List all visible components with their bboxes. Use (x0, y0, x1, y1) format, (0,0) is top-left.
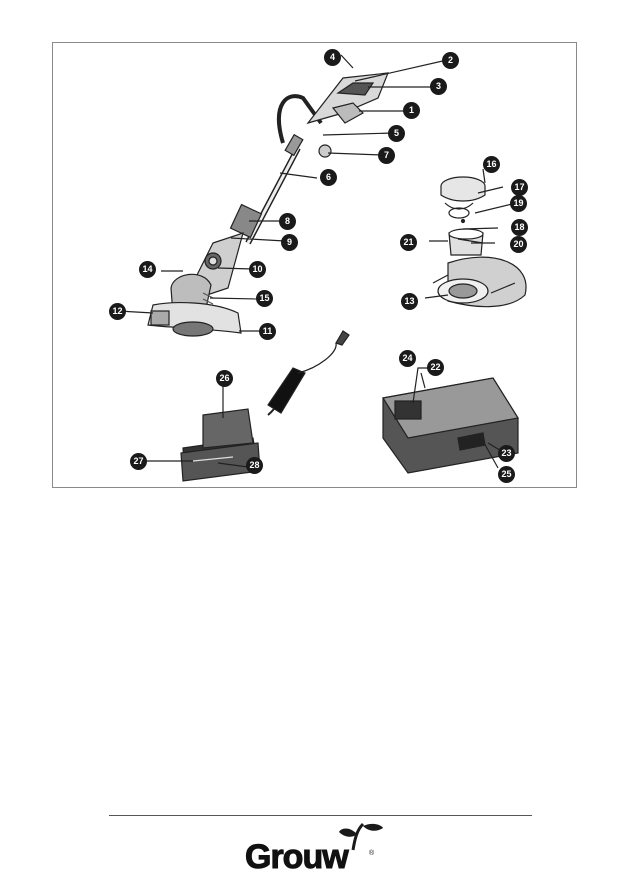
callout-23: 23 (498, 445, 515, 462)
parts-illustration (118, 54, 527, 482)
leaf-icon (339, 822, 383, 851)
callout-19: 19 (510, 195, 527, 212)
callout-13: 13 (401, 293, 418, 310)
callout-24: 24 (399, 350, 416, 367)
callout-8: 8 (279, 213, 296, 230)
callout-9: 9 (281, 234, 298, 251)
callout-21: 21 (400, 234, 417, 251)
callout-7: 7 (378, 147, 395, 164)
callout-6: 6 (320, 169, 337, 186)
footer-divider (109, 815, 532, 816)
callout-26: 26 (216, 370, 233, 387)
parts-diagram: 4 2 3 1 5 7 6 8 9 10 14 15 12 11 16 17 1… (52, 42, 577, 488)
callout-28: 28 (246, 457, 263, 474)
callout-12: 12 (109, 303, 126, 320)
callout-11: 11 (259, 323, 276, 340)
callout-3: 3 (430, 78, 447, 95)
callout-22: 22 (427, 359, 444, 376)
callout-14: 14 (139, 261, 156, 278)
callout-20: 20 (510, 236, 527, 253)
callout-17: 17 (511, 179, 528, 196)
callout-18: 18 (511, 219, 528, 236)
registered-mark: ® (369, 850, 375, 857)
callout-15: 15 (256, 290, 273, 307)
callout-5: 5 (388, 125, 405, 142)
callout-16: 16 (483, 156, 500, 173)
callout-1: 1 (403, 102, 420, 119)
callout-4: 4 (324, 49, 341, 66)
callout-25: 25 (498, 466, 515, 483)
callout-27: 27 (130, 453, 147, 470)
callout-10: 10 (249, 261, 266, 278)
logo-wordmark: Grouw (245, 838, 350, 877)
callout-2: 2 (442, 52, 459, 69)
grouw-logo: Grouw ® (245, 820, 385, 880)
